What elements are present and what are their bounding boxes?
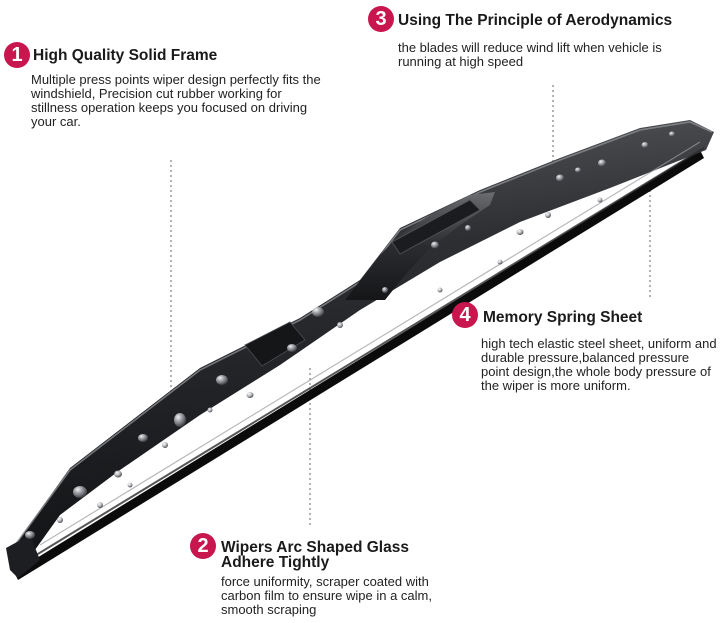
water-droplets (25, 131, 675, 539)
feature-number-badge: 3 (368, 6, 394, 32)
frame-highlight (9, 121, 713, 553)
feature-description: force uniformity, scraper coated with ca… (221, 574, 432, 617)
feature-title: High Quality Solid Frame (33, 47, 218, 64)
feature-description: Multiple press points wiper design perfe… (31, 72, 321, 129)
feature-number-badge: 1 (4, 42, 30, 68)
feature-description: the blades will reduce wind lift when ve… (398, 40, 662, 69)
end-cap (6, 535, 40, 578)
wiper-blade (6, 120, 714, 580)
feature-description: high tech elastic steel sheet, uniform a… (481, 336, 717, 393)
blade-frame (8, 120, 714, 568)
feature-title: Using The Principle of Aerodynamics (398, 12, 673, 29)
feature-title: Memory Spring Sheet (483, 309, 643, 326)
center-joint (244, 321, 306, 367)
connector-clip (391, 199, 481, 255)
feature-number-badge: 2 (190, 533, 216, 559)
spring-rail (39, 141, 701, 546)
rubber-strip (14, 150, 704, 580)
feature-title: Wipers Arc Shaped Glass Adhere Tightly (221, 539, 409, 571)
feature-number-badge: 4 (452, 302, 478, 328)
